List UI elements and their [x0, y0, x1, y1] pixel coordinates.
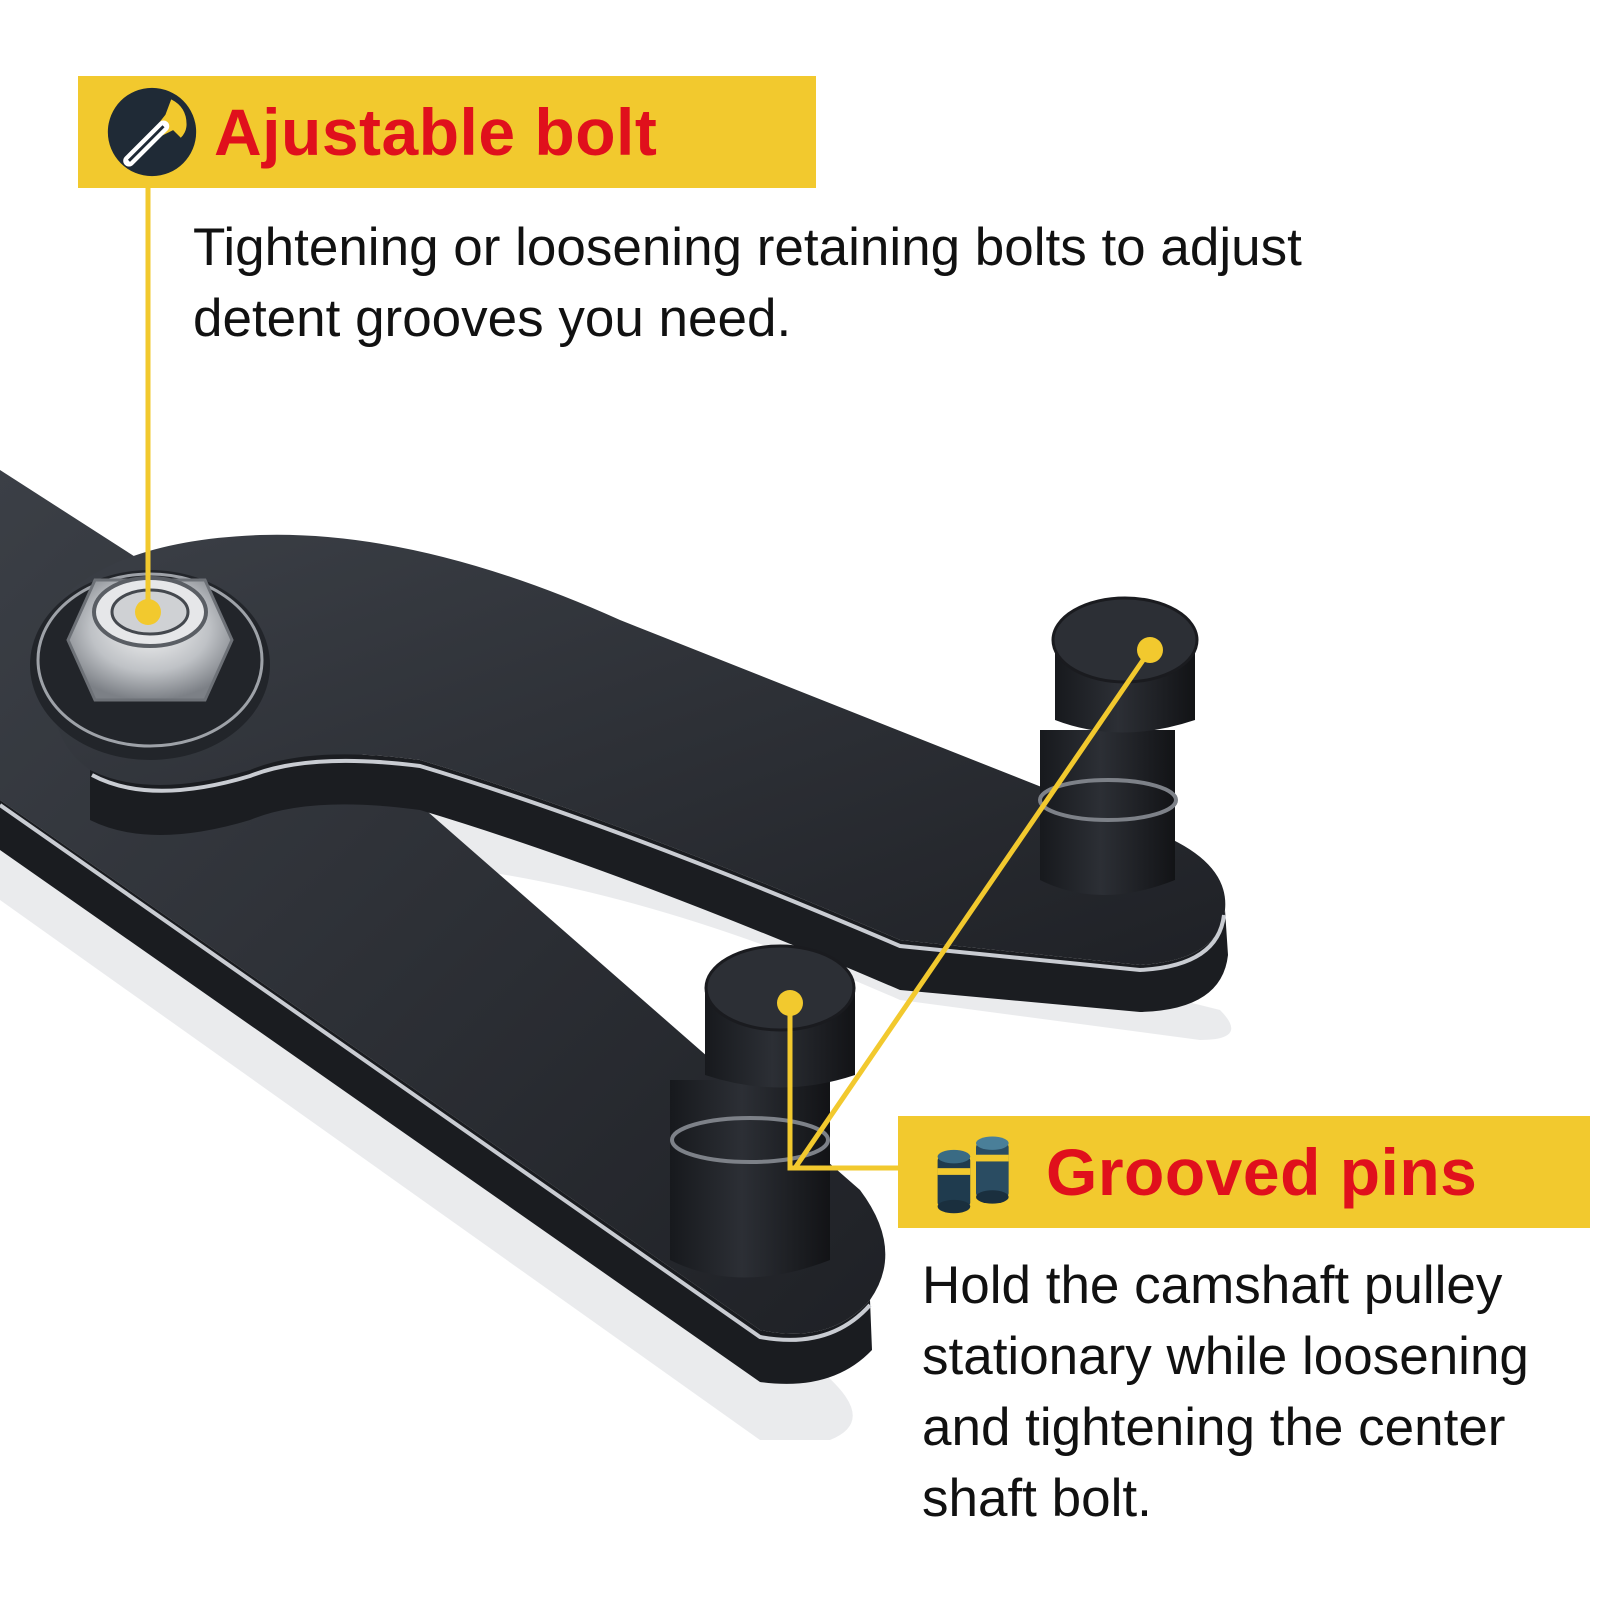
leader-lines [145, 180, 1153, 1171]
wrench-icon [107, 87, 197, 177]
grooved-pin-back [1038, 596, 1199, 895]
adjustable-bolt-title: Ajustable bolt [214, 95, 658, 169]
adjustable-bolt-banner: Ajustable bolt [78, 76, 816, 188]
grooved-pins-icon [937, 1136, 1009, 1214]
description-line: stationary while loosening [922, 1327, 1529, 1386]
description-line: detent grooves you need. [193, 289, 792, 348]
grooved-pin-front [670, 944, 856, 1278]
description-line: Hold the camshaft pulley [922, 1256, 1503, 1315]
description-line: shaft bolt. [922, 1469, 1152, 1528]
grooved-pins-banner: Grooved pins [898, 1116, 1590, 1228]
leader-dots [135, 599, 1163, 1016]
grooved-pins-title: Grooved pins [1046, 1135, 1478, 1209]
adjustable-bolt-description: Tightening or loosening retaining bolts … [193, 212, 1533, 354]
description-line: and tightening the center [922, 1398, 1506, 1457]
grooved-pins-description: Hold the camshaft pulley stationary whil… [922, 1250, 1598, 1534]
description-line: Tightening or loosening retaining bolts … [193, 218, 1302, 277]
